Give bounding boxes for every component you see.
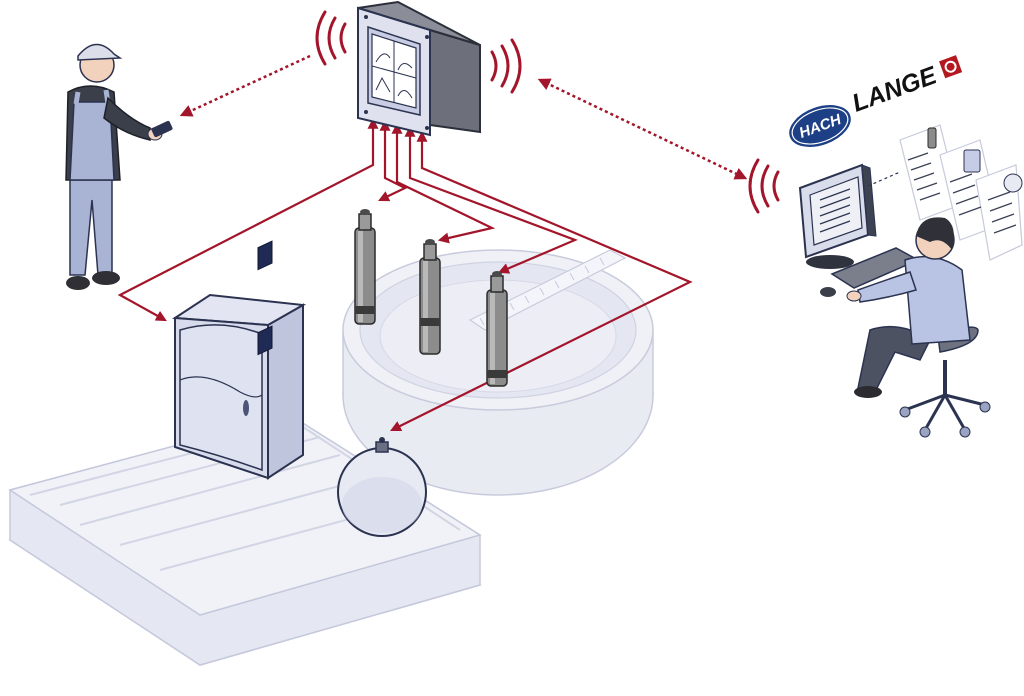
controller-icon [357, 0, 481, 137]
signal-cables [117, 117, 693, 432]
wireless-links [179, 54, 748, 180]
sensor-probe-icon [354, 209, 376, 325]
sensor-probe-icon [419, 239, 441, 355]
operator-icon [846, 217, 991, 438]
sampler-cabinet-icon [171, 240, 307, 480]
wireless-signal-icon [315, 10, 347, 66]
computer-monitor-icon [798, 163, 920, 297]
hach-logo-badge: HACH [787, 103, 853, 149]
lange-logo-text: LANGE [848, 61, 941, 118]
report-documents-icon [867, 124, 1023, 261]
wireless-signal-icon [490, 38, 522, 94]
lange-wordmark: LANGE [848, 55, 963, 118]
field-worker-icon [65, 43, 173, 290]
wireless-signal-icon [748, 158, 780, 214]
sludge-sensor-ball-icon [337, 437, 427, 537]
sensor-probe-icon [486, 271, 508, 387]
